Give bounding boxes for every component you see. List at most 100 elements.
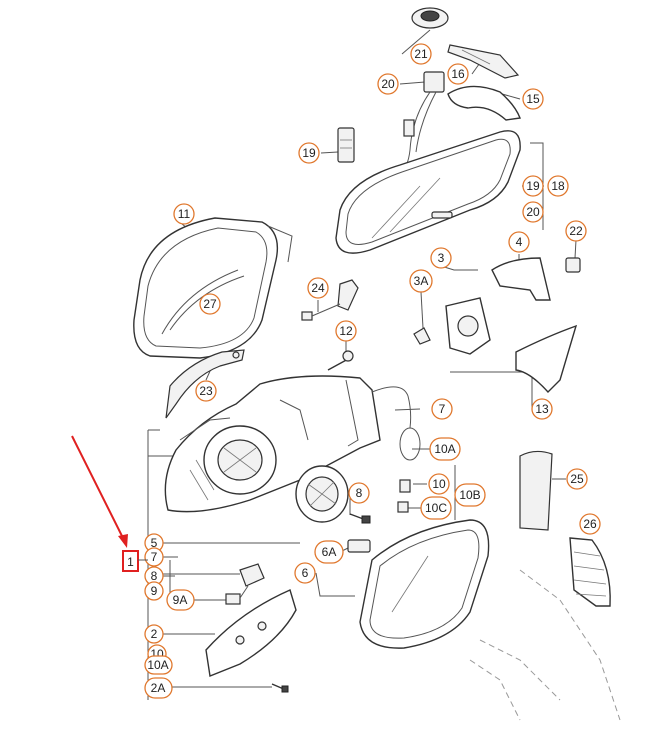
svg-text:22: 22 <box>569 224 583 238</box>
callout-18: 18 <box>547 175 569 197</box>
mirror-base-assembly <box>164 375 381 513</box>
callout-3A: 3A <box>409 269 433 293</box>
svg-text:5: 5 <box>151 536 158 550</box>
part-2A-screw <box>271 683 289 693</box>
svg-text:19: 19 <box>302 146 316 160</box>
svg-text:10B: 10B <box>459 488 480 502</box>
svg-text:27: 27 <box>203 297 217 311</box>
door-outline-ghost <box>469 569 621 721</box>
svg-text:6A: 6A <box>322 545 337 559</box>
callout-15: 15 <box>522 88 544 110</box>
callout-7: 7 <box>431 398 453 420</box>
part-1-label: 1 <box>127 555 134 569</box>
svg-text:10A: 10A <box>434 442 455 456</box>
callout-12: 12 <box>335 320 357 342</box>
svg-text:8: 8 <box>151 569 158 583</box>
callout-24: 24 <box>307 277 329 299</box>
svg-text:8: 8 <box>356 486 363 500</box>
svg-text:21: 21 <box>414 47 428 61</box>
svg-text:12: 12 <box>339 324 353 338</box>
part-25-strip <box>519 450 553 531</box>
svg-text:11: 11 <box>178 207 191 221</box>
svg-text:26: 26 <box>583 517 597 531</box>
interior-mirror <box>335 130 521 254</box>
svg-text:24: 24 <box>311 281 325 295</box>
svg-text:23: 23 <box>199 384 213 398</box>
part-23-bracket <box>165 349 245 419</box>
callout-22: 22 <box>565 220 587 242</box>
callout-2A: 2A <box>144 677 173 699</box>
svg-text:13: 13 <box>535 402 549 416</box>
callout-20: 20 <box>377 73 399 95</box>
svg-text:9: 9 <box>151 584 158 598</box>
part-16-bracket <box>447 44 520 79</box>
callout-9A: 9A <box>166 589 195 611</box>
svg-text:7: 7 <box>439 402 446 416</box>
svg-text:3: 3 <box>438 251 445 265</box>
svg-text:20: 20 <box>381 77 395 91</box>
part-8-screw <box>349 513 371 524</box>
callout-25: 25 <box>566 468 588 490</box>
callout-27: 27 <box>199 293 221 315</box>
part-9-lamp <box>225 563 265 605</box>
svg-text:16: 16 <box>451 67 465 81</box>
part-24-actuator <box>301 279 359 321</box>
callout-20b: 20 <box>522 201 544 223</box>
callout-8: 8 <box>348 482 370 504</box>
callouts: 21 16 20 15 19 19 18 20 11 4 22 3 3A 24 … <box>144 43 601 699</box>
part-12-screw <box>327 350 354 371</box>
callout-16: 16 <box>447 63 469 85</box>
callout-10Ab: 10A <box>144 655 173 675</box>
callout-11: 11 <box>173 203 195 225</box>
svg-text:4: 4 <box>516 235 523 249</box>
callout-26: 26 <box>579 513 601 535</box>
callout-4: 4 <box>508 231 530 253</box>
part-5-motor <box>295 465 349 523</box>
callout-3: 3 <box>430 247 452 269</box>
part-11-housing-shell <box>133 217 293 359</box>
part-6-mirror-glass <box>359 519 490 649</box>
svg-text:15: 15 <box>526 92 540 106</box>
callout-19b: 19 <box>522 175 544 197</box>
callout-13: 13 <box>531 398 553 420</box>
svg-text:9A: 9A <box>173 593 188 607</box>
highlight-part-1: 1 <box>71 435 148 572</box>
part-22-clip <box>565 257 581 273</box>
svg-text:20: 20 <box>526 205 540 219</box>
callout-21: 21 <box>410 43 432 65</box>
callout-10B: 10B <box>454 483 486 507</box>
callout-2: 2 <box>144 624 164 644</box>
svg-text:7: 7 <box>151 550 158 564</box>
svg-text:3A: 3A <box>414 274 429 288</box>
svg-text:2: 2 <box>151 627 158 641</box>
part-6A-connector <box>347 539 371 553</box>
svg-text:10A: 10A <box>147 658 168 672</box>
part-2-lower-cover <box>205 589 297 677</box>
callout-10C: 10C <box>420 496 452 520</box>
part-7-cable <box>371 386 421 513</box>
part-21-sensor <box>411 7 449 29</box>
svg-text:6: 6 <box>302 566 309 580</box>
callout-19: 19 <box>298 142 320 164</box>
svg-text:19: 19 <box>526 179 540 193</box>
svg-text:2A: 2A <box>151 681 166 695</box>
part-13-cap <box>515 324 578 394</box>
part-3-adjuster <box>413 297 491 355</box>
part-4-cover <box>491 257 551 301</box>
part-15-cover <box>447 85 521 121</box>
callout-10A: 10A <box>429 437 461 461</box>
callout-6A: 6A <box>314 540 344 564</box>
callout-23: 23 <box>195 380 217 402</box>
svg-text:25: 25 <box>570 472 584 486</box>
callout-8b: 8 <box>144 566 164 586</box>
callout-10: 10 <box>428 473 450 495</box>
part-19-clip <box>337 127 355 163</box>
part-26-trim <box>569 537 611 607</box>
svg-text:10: 10 <box>432 477 446 491</box>
callout-9: 9 <box>144 581 164 601</box>
callout-6: 6 <box>294 562 316 584</box>
svg-text:18: 18 <box>551 179 565 193</box>
svg-text:10C: 10C <box>425 501 447 515</box>
callout-7b: 7 <box>144 547 164 567</box>
